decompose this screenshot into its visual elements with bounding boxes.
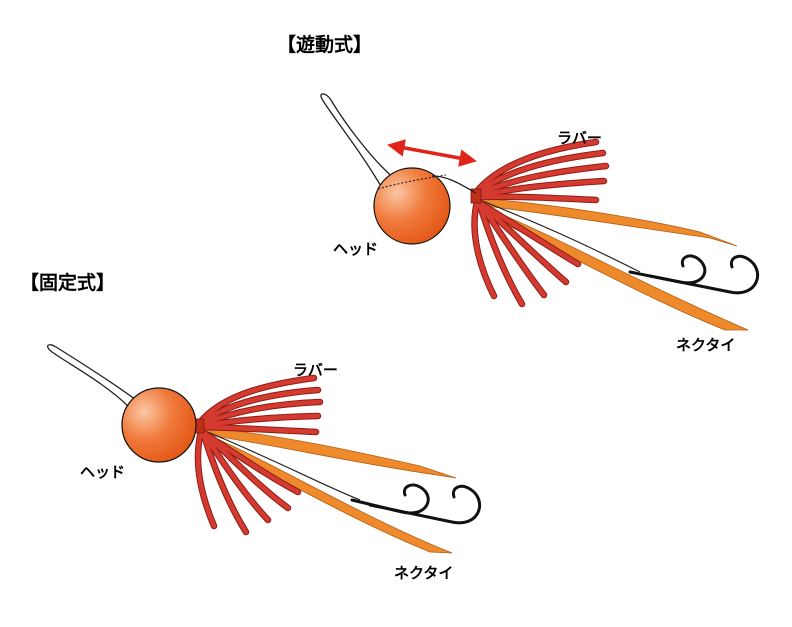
sliding-hooks xyxy=(628,254,760,295)
fixed-type-diagram xyxy=(47,344,482,554)
sliding-line xyxy=(431,175,477,194)
sliding-head xyxy=(373,167,451,245)
sliding-type-diagram xyxy=(320,93,760,331)
fixed-head-label: ヘッド xyxy=(80,463,126,481)
fixed-necktie-label: ネクタイ xyxy=(394,564,454,582)
fixed-leader-line xyxy=(202,429,361,501)
fixed-rubber-label: ラバー xyxy=(293,361,338,379)
fixed-head xyxy=(121,387,197,463)
sliding-rubber-label: ラバー xyxy=(557,129,602,147)
sliding-line-loop xyxy=(320,93,397,189)
sliding-rubber-skirt xyxy=(470,138,610,308)
sliding-necktie-label: ネクタイ xyxy=(676,336,736,354)
fixed-hooks xyxy=(350,483,482,525)
sliding-head-hole xyxy=(377,174,447,190)
sliding-head-label: ヘッド xyxy=(333,240,379,258)
sliding-arrow xyxy=(387,139,477,167)
sliding-leader-line xyxy=(479,199,641,273)
sliding-type-title: 【遊動式】 xyxy=(277,34,373,56)
fixed-rubber-skirt xyxy=(193,374,324,536)
fixed-line-loop xyxy=(47,344,137,409)
fixed-type-title: 【固定式】 xyxy=(20,272,116,294)
